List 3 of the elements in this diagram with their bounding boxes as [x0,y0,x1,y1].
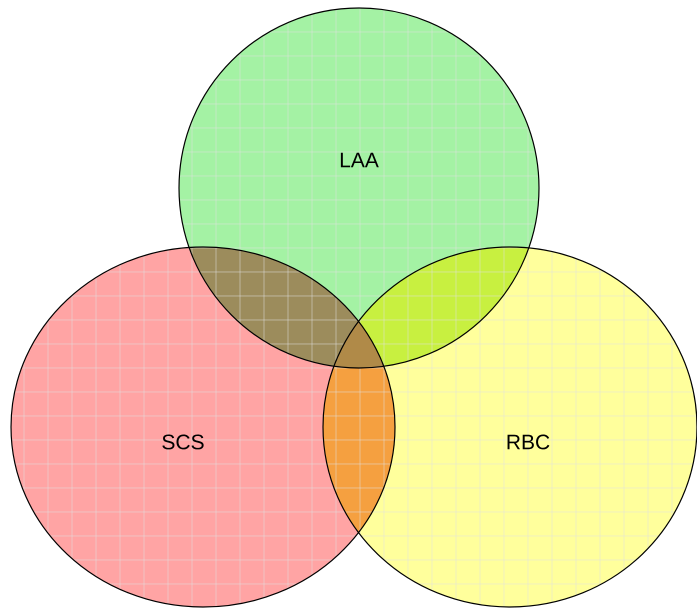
circle-label: LAA [340,152,379,168]
circle-label: RBC [508,434,550,450]
circle-label: SCS [162,434,204,450]
